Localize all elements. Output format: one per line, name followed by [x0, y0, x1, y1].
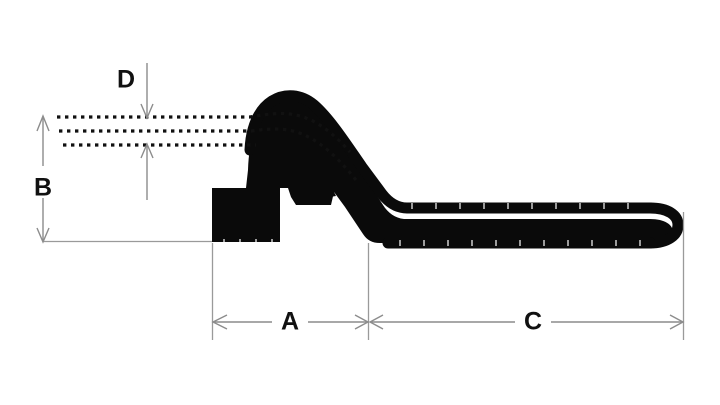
dimension-d-label: D — [117, 66, 135, 94]
dimension-c-arrowhead-right — [669, 314, 685, 330]
dimension-c-label: C — [524, 308, 542, 336]
profile-inner-barb — [285, 184, 336, 202]
dimension-b-label: B — [34, 174, 52, 202]
profile-main-body — [212, 98, 673, 243]
dimension-a-label: A — [281, 308, 299, 336]
dimension-d-arrowhead-upper — [140, 103, 154, 120]
dimension-b-arrowhead-bottom — [36, 227, 50, 244]
dimension-d-arrowhead-lower — [140, 142, 154, 159]
dimension-a-arrowhead-right — [354, 314, 370, 330]
profile-outer-hook-band — [244, 90, 656, 214]
dimension-d-group — [140, 63, 154, 200]
dimension-c-group — [368, 314, 685, 330]
profile-serration-ticks — [223, 203, 641, 246]
dimension-b-arrowhead-top — [36, 114, 50, 132]
dimension-a-group — [211, 314, 370, 330]
dotted-lip-outline-group — [57, 111, 358, 181]
dimension-c-arrowhead-left — [368, 314, 384, 330]
dimension-a-arrowhead-left — [211, 314, 228, 330]
profile-shape-group — [212, 90, 684, 249]
dimension-b-group — [36, 114, 50, 244]
extension-lines-group — [43, 212, 685, 340]
profile-tail-u-fold — [644, 202, 684, 249]
